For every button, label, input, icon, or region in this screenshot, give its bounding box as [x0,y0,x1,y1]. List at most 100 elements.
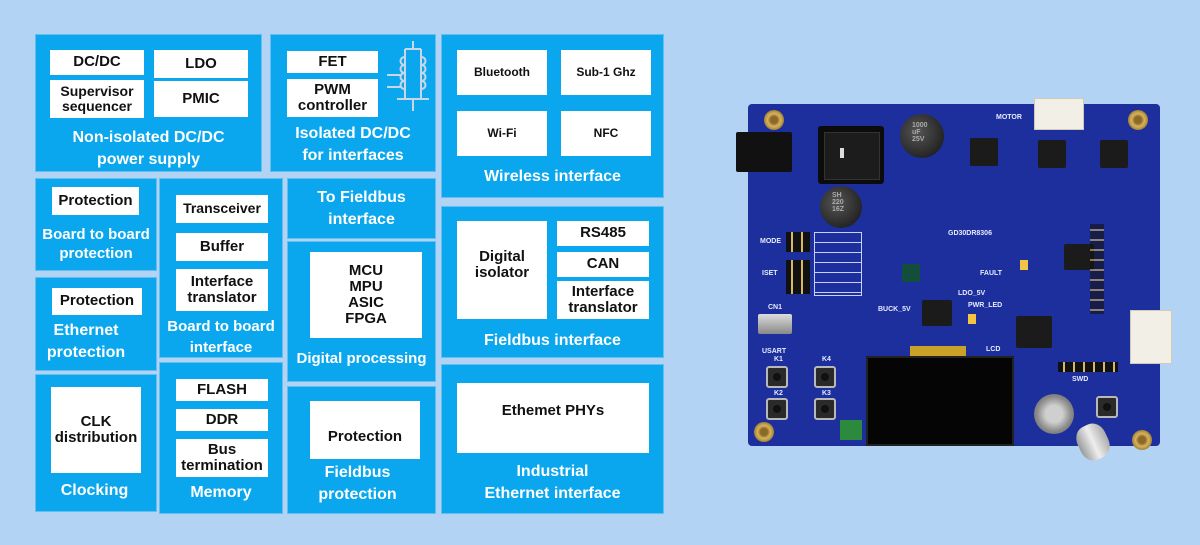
pwm-controller-box: PWM controller [287,79,378,117]
buffer-box: Buffer [176,233,268,261]
swd-label: SWD [1072,376,1089,383]
pwr-led-label: PWR_LED [968,302,1003,309]
isolated-dcdc-block: FET PWM controller Isolated DC/DC for in… [270,34,436,172]
power-led [968,314,976,324]
capacitor-large [900,114,944,158]
mosfet-q2 [1038,140,1066,168]
dc-jack [736,132,792,172]
power-switch [818,126,884,184]
lcd-display [866,356,1014,446]
mcu-mpu-asic-fpga-box: MCU MPU ASIC FPGA [310,252,422,338]
mounting-hole-br [1132,430,1152,450]
interface-translator-box: Interface translator [176,269,268,311]
wireless-block: Bluetooth Sub-1 Ghz Wi-Fi NFC Wireless i… [441,34,664,198]
transceiver-box: Transceiver [176,195,268,223]
to-fieldbus-caption: To Fieldbus interface [317,189,406,228]
ldo-box: LDO [154,50,248,78]
evaluation-board-image: 1000 uF 25V SH 220 16Z MOTOR MODE ISET G… [736,98,1172,465]
fault-label: FAULT [980,270,1003,277]
usb-connector [758,314,792,334]
capacitor-small-label: SH 220 16Z [832,192,845,213]
ddr-box: DDR [176,409,268,431]
rotary-encoder [1034,394,1074,434]
swd-header [1058,362,1118,372]
k2-label: K2 [774,390,783,397]
fet-box: FET [287,51,378,73]
lcd-label: LCD [986,346,1001,353]
ldo-label: LDO_5V [958,290,986,297]
ic-u5 [1064,244,1094,270]
cn1-label: CN1 [768,304,783,311]
mounting-hole-bl [754,422,774,442]
can-box: CAN [557,252,649,277]
usart-label: USART [762,348,787,355]
fieldbus-protection-box: Protection [310,401,420,459]
to-fieldbus-block: To Fieldbus interface [287,178,436,239]
lcd-flex [910,346,966,356]
board-protection-box: Protection [52,187,139,215]
clk-distribution-box: CLK distribution [51,387,141,473]
regulator-u2 [922,300,952,326]
wifi-box: Wi-Fi [457,111,547,156]
side-connector [1130,310,1172,364]
motor-connector [1034,98,1084,130]
flash-box: FLASH [176,379,268,401]
encoder-shaft [1071,419,1115,465]
mode-header [786,232,810,252]
motor-label: MOTOR [996,114,1022,121]
memory-caption: Memory [190,484,252,501]
board-protection-caption: Board to board protection [42,226,150,262]
clocking-block: CLK distribution Clocking [35,374,157,512]
fault-led [1020,260,1028,270]
mode-label: MODE [760,238,781,245]
iset-label: ISET [762,270,778,277]
fieldbus-interface-block: Digital isolator RS485 CAN Interface tra… [441,206,664,358]
k3-label: K3 [822,390,831,397]
mosfet-q3 [1100,140,1128,168]
fieldbus-interface-caption: Fieldbus interface [484,332,621,349]
bluetooth-box: Bluetooth [457,50,547,95]
industrial-ethernet-block: Ethemet PHYs Industrial Ethernet interfa… [441,364,664,514]
driver-chip-label: GD30DR8306 [948,230,992,237]
board-protection-block: Protection Board to board protection [35,178,157,271]
non-isolated-caption: Non-isolated DC/DC power supply [72,129,225,168]
k4-label: K4 [822,356,831,363]
ethernet-protection-caption: Ethernet protection [46,322,126,361]
resistor-array [1090,224,1104,314]
iset-header [786,260,810,294]
reset-switch [1096,396,1118,418]
ethernet-protection-box: Protection [52,288,142,315]
ethernet-protection-block: Protection Ethernet protection [35,277,157,371]
board-interface-block: Transceiver Buffer Interface translator … [159,178,283,358]
digital-isolator-box: Digital isolator [457,221,547,319]
mounting-hole-tr [1128,110,1148,130]
digital-processing-block: MCU MPU ASIC FPGA Digital processing [287,241,436,382]
clocking-caption: Clocking [60,482,129,499]
button-k1 [766,366,788,388]
green-pad [840,420,862,440]
sub1ghz-box: Sub-1 Ghz [561,50,651,95]
mosfet-q1 [970,138,998,166]
pmic-box: PMIC [154,81,248,117]
capacitor-small [820,186,862,228]
k1-label: K1 [774,356,783,363]
fieldbus-protection-block: Protection Fieldbus protection [287,386,436,514]
digital-processing-caption: Digital processing [296,350,427,367]
memory-block: FLASH DDR Bus termination Memory [159,362,283,514]
button-k3 [814,398,836,420]
non-isolated-dcdc-block: DC/DC LDO Supervisor sequencer PMIC Non-… [35,34,262,172]
wireless-caption: Wireless interface [484,168,621,185]
isolated-caption: Isolated DC/DC for interfaces [295,125,411,164]
board-interface-caption: Board to board interface [167,318,275,356]
buck-label: BUCK_5V [878,306,911,313]
capacitor-large-label: 1000 uF 25V [912,122,928,143]
ethernet-phys-box: Ethemet PHYs [457,383,649,453]
config-table [814,232,862,296]
supervisor-sequencer-box: Supervisor sequencer [50,80,144,118]
transformer-icon [387,41,429,111]
fieldbus-translator-box: Interface translator [557,281,649,319]
dcdc-box: DC/DC [50,50,144,75]
bus-termination-box: Bus termination [176,439,268,477]
mcu-chip [1016,316,1052,348]
mounting-hole-tl [764,110,784,130]
